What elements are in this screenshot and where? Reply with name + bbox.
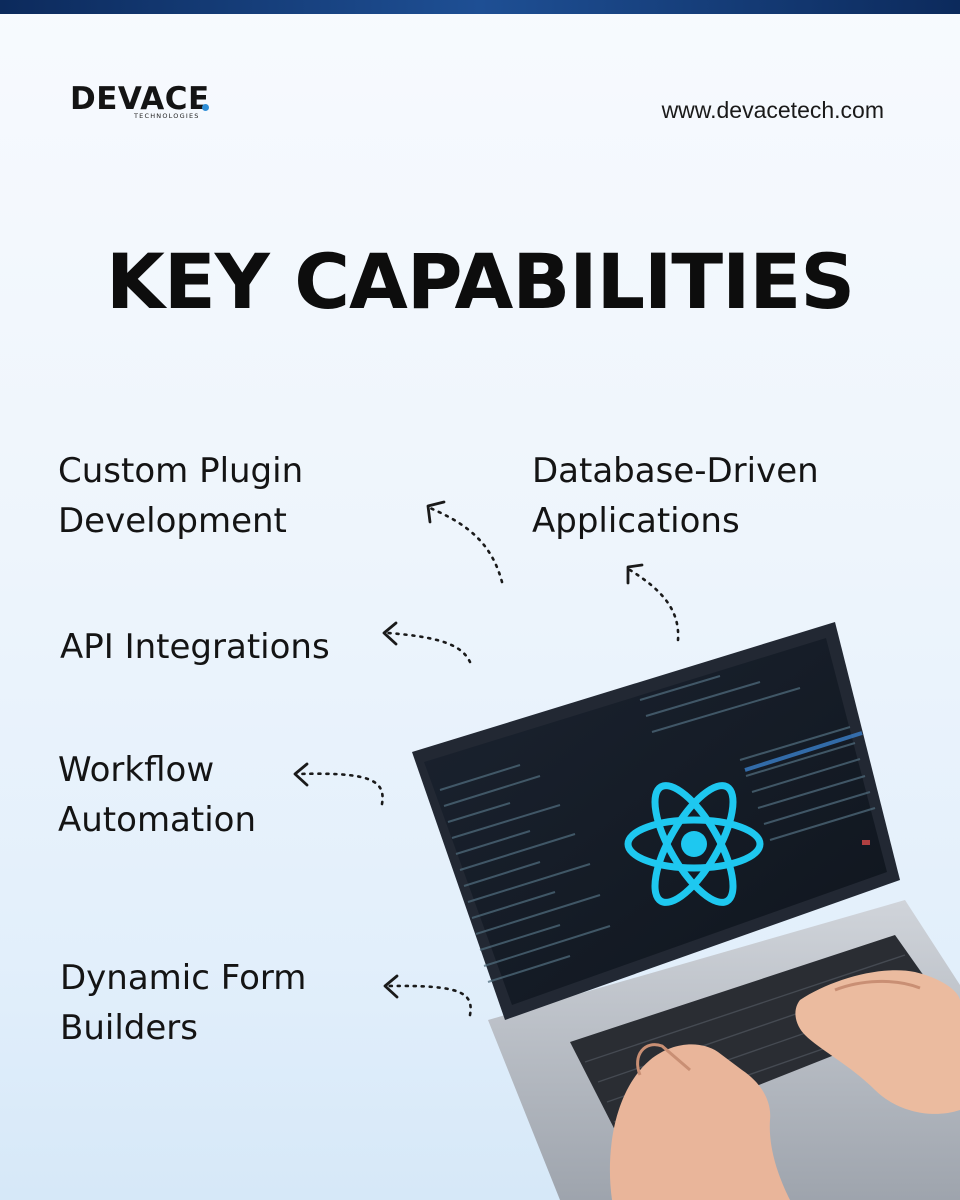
devace-logo: DEVACE TECHNOLOGIES — [70, 84, 220, 124]
page-title: KEY CAPABILITIES — [105, 237, 855, 326]
capability-line: API Integrations — [60, 627, 330, 667]
left-hand-icon — [609, 1044, 790, 1200]
top-accent-bar — [0, 0, 960, 14]
logo-wordmark: DEVACE — [70, 81, 210, 117]
capability-line: Development — [58, 501, 287, 541]
capability-line: Builders — [60, 1008, 198, 1048]
website-url[interactable]: www.devacetech.com — [661, 97, 884, 123]
capability-line: Database-Driven — [532, 451, 819, 491]
logo-dot-icon — [202, 104, 209, 111]
capability-line: Workflow — [58, 750, 215, 790]
capability-database-driven: Database-Driven Applications — [532, 446, 819, 546]
capability-line: Custom Plugin — [58, 451, 304, 491]
logo-tagline: TECHNOLOGIES — [134, 112, 200, 120]
capability-line: Dynamic Form — [60, 958, 307, 998]
capability-line: Automation — [58, 800, 257, 840]
capability-workflow-automation: Workflow Automation — [58, 745, 256, 845]
react-atom-icon — [624, 782, 764, 906]
capability-dynamic-form: Dynamic Form Builders — [60, 953, 306, 1053]
capability-api-integrations: API Integrations — [60, 622, 330, 672]
capability-custom-plugin: Custom Plugin Development — [58, 446, 303, 546]
right-hand-icon — [795, 970, 960, 1114]
capability-line: Applications — [532, 501, 740, 541]
